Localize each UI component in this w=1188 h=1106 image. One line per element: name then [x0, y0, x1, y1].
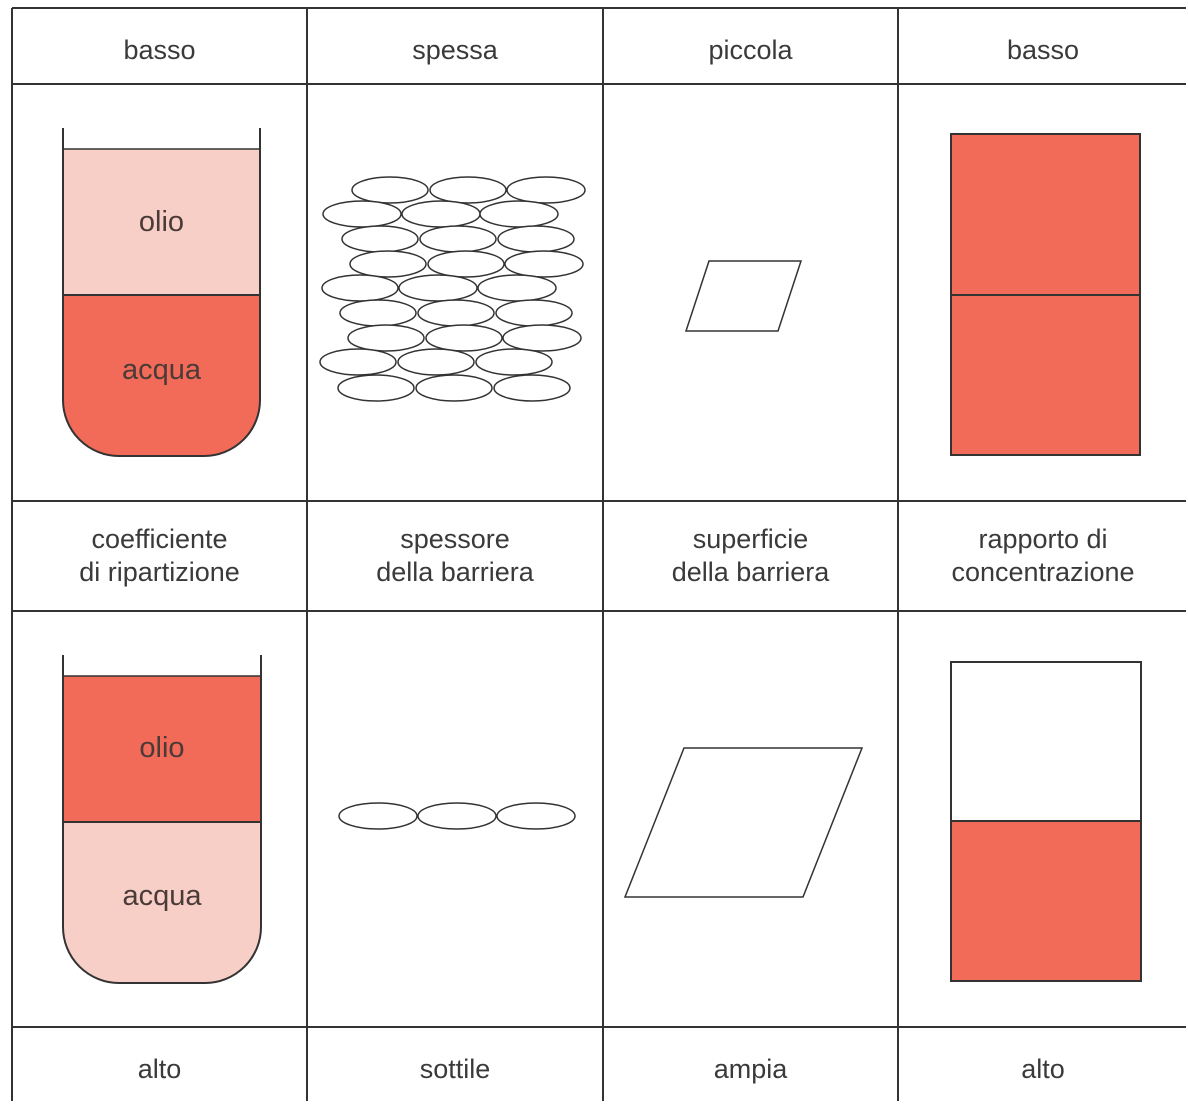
top-label-col3: piccola	[708, 35, 793, 65]
beaker-bottom-oil-phase	[63, 676, 261, 822]
top-label-col2: spessa	[412, 35, 498, 65]
bottom-label-col3: ampia	[713, 1054, 788, 1084]
cell	[425, 324, 503, 352]
concentration-box-bottom-fill	[951, 821, 1141, 981]
cell	[427, 250, 505, 278]
beaker-bottom-water-phase	[63, 822, 261, 983]
beaker-top-outline	[62, 128, 261, 457]
bottom-label-col4: alto	[1021, 1054, 1065, 1084]
beaker-bottom-oil-label: olio	[139, 732, 185, 764]
caption-col2: spessore della barriera	[307, 523, 603, 589]
beaker-bottom	[62, 655, 262, 984]
cell	[397, 348, 475, 376]
caption-col3-line2: della barriera	[671, 557, 830, 587]
cell	[495, 299, 573, 327]
caption-col3: superficie della barriera	[603, 523, 898, 589]
cell	[417, 802, 497, 830]
small-surface-shape	[684, 260, 803, 332]
beaker-bottom-water-label: acqua	[122, 880, 202, 912]
thin-barrier-cells	[338, 802, 576, 830]
cell	[506, 176, 586, 204]
caption-col4: rapporto di concentrazione	[898, 523, 1188, 589]
caption-col1-line1: coefficiente	[91, 524, 228, 554]
cell	[398, 274, 478, 302]
cell	[479, 200, 559, 228]
bottom-label-col1: alto	[137, 1054, 182, 1084]
table-grid	[11, 7, 1186, 1101]
cell	[337, 374, 415, 402]
large-surface-shape	[623, 747, 864, 898]
caption-col1: coefficiente di ripartizione	[12, 523, 307, 589]
caption-col4-line2: concentrazione	[951, 557, 1135, 587]
cell	[477, 274, 557, 302]
cell	[417, 299, 495, 327]
beaker-top-water-phase	[63, 295, 260, 456]
cell	[502, 324, 582, 352]
cell	[496, 802, 576, 830]
cell	[321, 274, 399, 302]
cell	[497, 225, 575, 253]
thick-barrier-cells	[319, 176, 586, 402]
cell	[493, 374, 571, 402]
cell	[419, 225, 497, 253]
cell	[319, 348, 397, 376]
caption-col2-line2: della barriera	[376, 557, 534, 587]
cell	[322, 200, 402, 228]
beaker-top-oil-phase	[63, 149, 260, 295]
caption-col3-line1: superficie	[692, 524, 809, 554]
beaker-top-water-label: acqua	[121, 354, 201, 386]
beaker-top	[62, 128, 261, 457]
cell	[349, 250, 427, 278]
bottom-label-col2: sottile	[419, 1054, 491, 1084]
caption-col4-line1: rapporto di	[978, 524, 1108, 554]
concentration-box-bottom	[950, 661, 1142, 982]
top-label-col1: basso	[123, 35, 196, 65]
concentration-box-bottom-empty	[951, 662, 1141, 821]
top-label-col4: basso	[1006, 35, 1080, 65]
caption-col2-line1: spessore	[400, 524, 510, 554]
cell	[475, 348, 553, 376]
caption-col1-line2: di ripartizione	[79, 557, 240, 587]
cell	[339, 299, 417, 327]
cell	[429, 176, 507, 204]
beaker-bottom-outline	[62, 655, 262, 984]
cell	[351, 176, 429, 204]
cell	[401, 200, 481, 228]
cell	[338, 802, 418, 830]
cell	[347, 324, 425, 352]
cell	[504, 250, 584, 278]
beaker-top-oil-label: olio	[138, 206, 185, 238]
concentration-box-top	[950, 133, 1141, 456]
cell	[415, 374, 493, 402]
cell	[341, 225, 419, 253]
